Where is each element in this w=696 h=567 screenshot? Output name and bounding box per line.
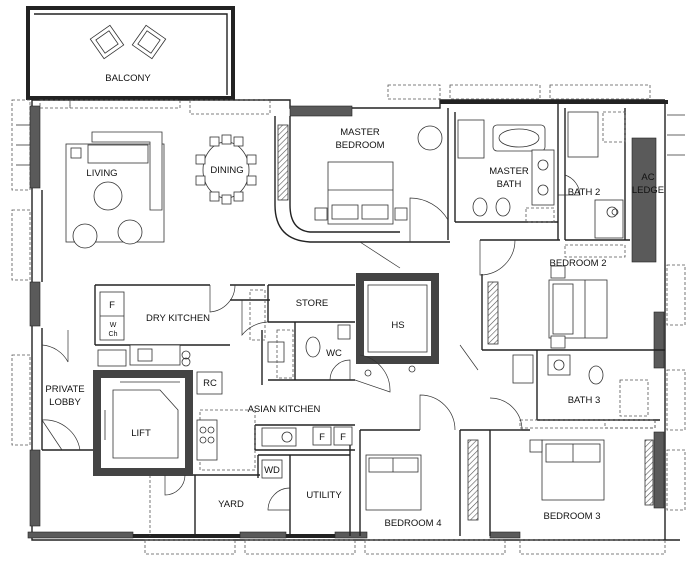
label-bath3: BATH 3 — [568, 395, 601, 406]
label-wine-chiller-2: Ch — [109, 331, 118, 338]
bedroom2-wardrobe — [487, 281, 499, 345]
windows — [11, 84, 686, 555]
label-utility: UTILITY — [306, 490, 342, 501]
label-private-lobby-1: PRIVATE — [45, 384, 84, 395]
label-wd: WD — [264, 465, 280, 476]
label-bedroom4: BEDROOM 4 — [384, 518, 441, 529]
label-master-bedroom-2: BEDROOM — [335, 140, 384, 151]
label-fridge-b: F — [340, 432, 346, 443]
balcony-wall — [26, 6, 235, 100]
label-hs: HS — [391, 320, 404, 331]
label-asian-kitchen: ASIAN KITCHEN — [248, 404, 321, 415]
doors — [41, 174, 619, 511]
room-labels: BALCONY LIVING DINING MASTER BEDROOM MAS… — [45, 73, 664, 529]
label-balcony: BALCONY — [105, 73, 151, 84]
hs-room — [356, 273, 439, 364]
label-dry-kitchen: DRY KITCHEN — [146, 313, 210, 324]
label-bedroom3: BEDROOM 3 — [543, 511, 600, 522]
master-bed — [314, 161, 408, 225]
label-bath2: BATH 2 — [568, 187, 601, 198]
label-private-lobby-2: LOBBY — [49, 397, 81, 408]
bedroom4-bed — [365, 454, 422, 511]
label-rc: RC — [203, 378, 217, 389]
living-furniture — [65, 131, 165, 249]
label-ac-ledge-1: AC — [641, 172, 654, 183]
bedroom3-wardrobe — [644, 439, 654, 506]
asian-kitchen-fixtures — [196, 371, 353, 479]
columns — [27, 105, 665, 539]
balcony-chairs — [89, 24, 167, 60]
label-bedroom2: BEDROOM 2 — [549, 258, 606, 269]
label-fridge-dry: F — [109, 300, 115, 311]
wc-fixtures — [267, 324, 351, 379]
label-wc: WC — [326, 348, 342, 359]
label-master-bath-2: BATH — [497, 179, 522, 190]
label-fridge-a: F — [319, 432, 325, 443]
label-dining: DINING — [210, 165, 243, 176]
label-store: STORE — [296, 298, 329, 309]
dry-kitchen-fixtures — [97, 291, 191, 367]
label-master-bedroom-1: MASTER — [340, 127, 380, 138]
label-master-bath-1: MASTER — [489, 166, 529, 177]
fixture-labels: F W Ch F F — [109, 300, 347, 443]
dining-furniture — [195, 134, 257, 205]
bedroom2-bed — [548, 265, 608, 349]
label-living: LIVING — [86, 168, 117, 179]
label-wine-chiller-1: W — [110, 322, 117, 329]
interior-walls — [41, 102, 665, 536]
lift-shaft — [93, 370, 193, 476]
label-yard: YARD — [218, 499, 244, 510]
label-lift: LIFT — [131, 428, 151, 439]
master-wardrobe — [277, 124, 289, 201]
bedroom4-wardrobe — [467, 439, 479, 521]
bedroom3-bed — [529, 439, 605, 501]
label-ac-ledge-2: LEDGE — [632, 185, 664, 196]
master-bath-fixtures — [457, 119, 555, 223]
